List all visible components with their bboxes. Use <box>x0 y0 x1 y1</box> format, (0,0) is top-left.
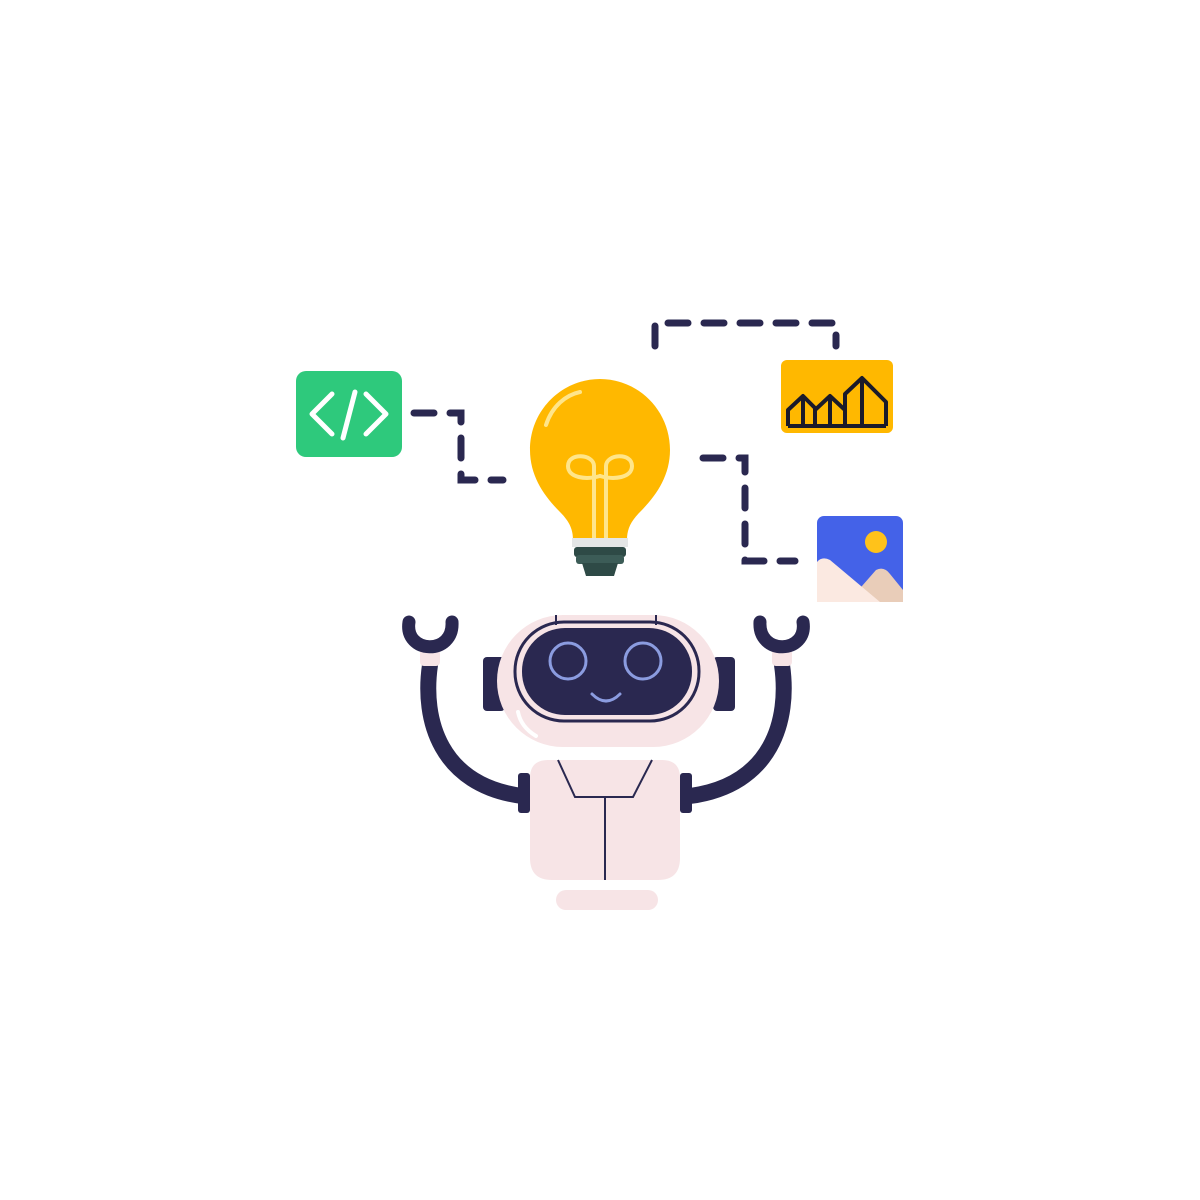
lightbulb-icon <box>530 379 670 576</box>
connector-code-to-bulb <box>410 409 507 484</box>
bulb-base-top <box>574 547 626 557</box>
mountain-front <box>817 558 880 602</box>
robot-left-arm <box>420 657 530 804</box>
robot-left-eye <box>548 641 588 681</box>
robot-visor <box>522 628 692 715</box>
robot-visor-outline <box>513 620 701 723</box>
bulb-base-mid <box>576 555 624 564</box>
robot-base <box>556 890 658 910</box>
robot-right-eye <box>623 641 663 681</box>
robot-head-shine <box>516 710 538 738</box>
chart-tile <box>781 360 893 433</box>
robot-right-ear <box>713 657 735 711</box>
bulb-glass <box>530 379 670 540</box>
dashed-connectors <box>410 319 840 565</box>
bar-chart-icon <box>786 376 888 428</box>
chart-tile-background <box>781 360 893 433</box>
robot-left-claw <box>402 615 459 654</box>
connector-bulb-to-image <box>699 454 799 565</box>
robot-left-shoulder <box>518 773 530 813</box>
robot-smile <box>590 692 622 703</box>
bulb-base-tip <box>582 563 618 576</box>
robot-right-shoulder <box>680 773 692 813</box>
image-tile <box>817 516 903 602</box>
bulb-highlight <box>544 390 582 427</box>
robot-right-arm <box>682 657 792 804</box>
code-icon <box>309 389 389 441</box>
robot-right-claw <box>753 615 810 654</box>
bulb-collar <box>572 538 628 547</box>
robot-icon <box>402 615 810 910</box>
bulb-filament <box>565 454 635 542</box>
code-tile <box>296 371 402 457</box>
sun-icon <box>865 531 887 553</box>
connector-top-to-chart <box>651 319 840 350</box>
